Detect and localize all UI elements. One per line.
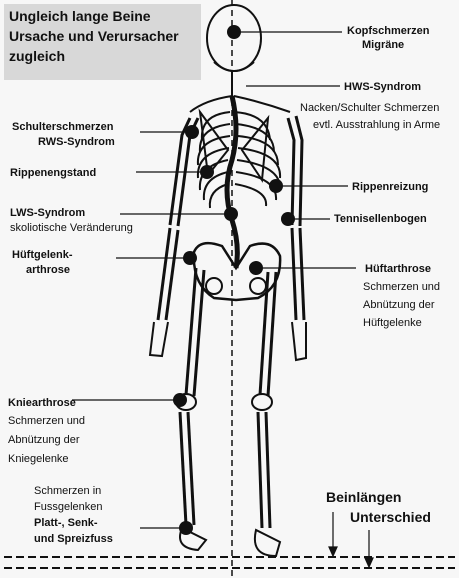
label-kopfschmerzen: Kopfschmerzen <box>347 25 430 37</box>
label-hueft-abnuetzung: Abnützung der <box>363 299 435 311</box>
label-knie-abnuetzung: Abnützung der <box>8 434 80 446</box>
label-fuss-schmerzen: Schmerzen in <box>34 485 102 497</box>
label-hueft-schmerzen: Schmerzen und <box>363 281 441 293</box>
label-lws-syndrom: LWS-Syndrom <box>10 207 86 219</box>
label-kniearthrose: Kniearthrose <box>8 397 76 409</box>
label-plattfuss: Platt-, Senk- <box>34 517 98 529</box>
label-knie-schmerzen: Schmerzen und <box>8 415 86 427</box>
label-unterschied: Unterschied <box>350 509 431 525</box>
label-tennisellenbogen: Tennisellenbogen <box>334 213 427 225</box>
label-migraene: Migräne <box>362 39 405 51</box>
title-box <box>4 4 201 80</box>
label-beinlaengen: Beinlängen <box>326 489 402 505</box>
label-hueftarthrose: Hüftarthrose <box>365 263 432 275</box>
label-rippenreizung: Rippenreizung <box>352 181 429 193</box>
label-fussgelenken: Fussgelenken <box>34 501 103 513</box>
label-kniegelenke: Kniegelenke <box>8 453 69 465</box>
spine <box>224 95 240 269</box>
title-line-3: zugleich <box>9 48 66 64</box>
label-hueftgelenke: Hüftgelenke <box>363 317 422 329</box>
label-arthrose: arthrose <box>26 264 71 276</box>
label-nacken: Nacken/Schulter Schmerzen <box>300 102 440 114</box>
label-schulterschmerzen: Schulterschmerzen <box>12 121 114 133</box>
label-hueftgelenk: Hüftgelenk- <box>12 249 73 261</box>
pain-dots <box>173 25 295 535</box>
label-rippenengstand: Rippenengstand <box>10 167 97 179</box>
label-spreizfuss: und Spreizfuss <box>34 533 113 545</box>
title-line-2: Ursache und Verursacher <box>9 28 179 44</box>
pelvis <box>192 241 282 302</box>
label-hws-syndrom: HWS-Syndrom <box>344 81 421 93</box>
label-skoliotisch: skoliotische Veränderung <box>10 222 133 234</box>
title-line-1: Ungleich lange Beine <box>9 8 151 24</box>
label-rws-syndrom: RWS-Syndrom <box>38 136 115 148</box>
label-ausstrahlung: evtl. Ausstrahlung in Arme <box>313 119 441 131</box>
